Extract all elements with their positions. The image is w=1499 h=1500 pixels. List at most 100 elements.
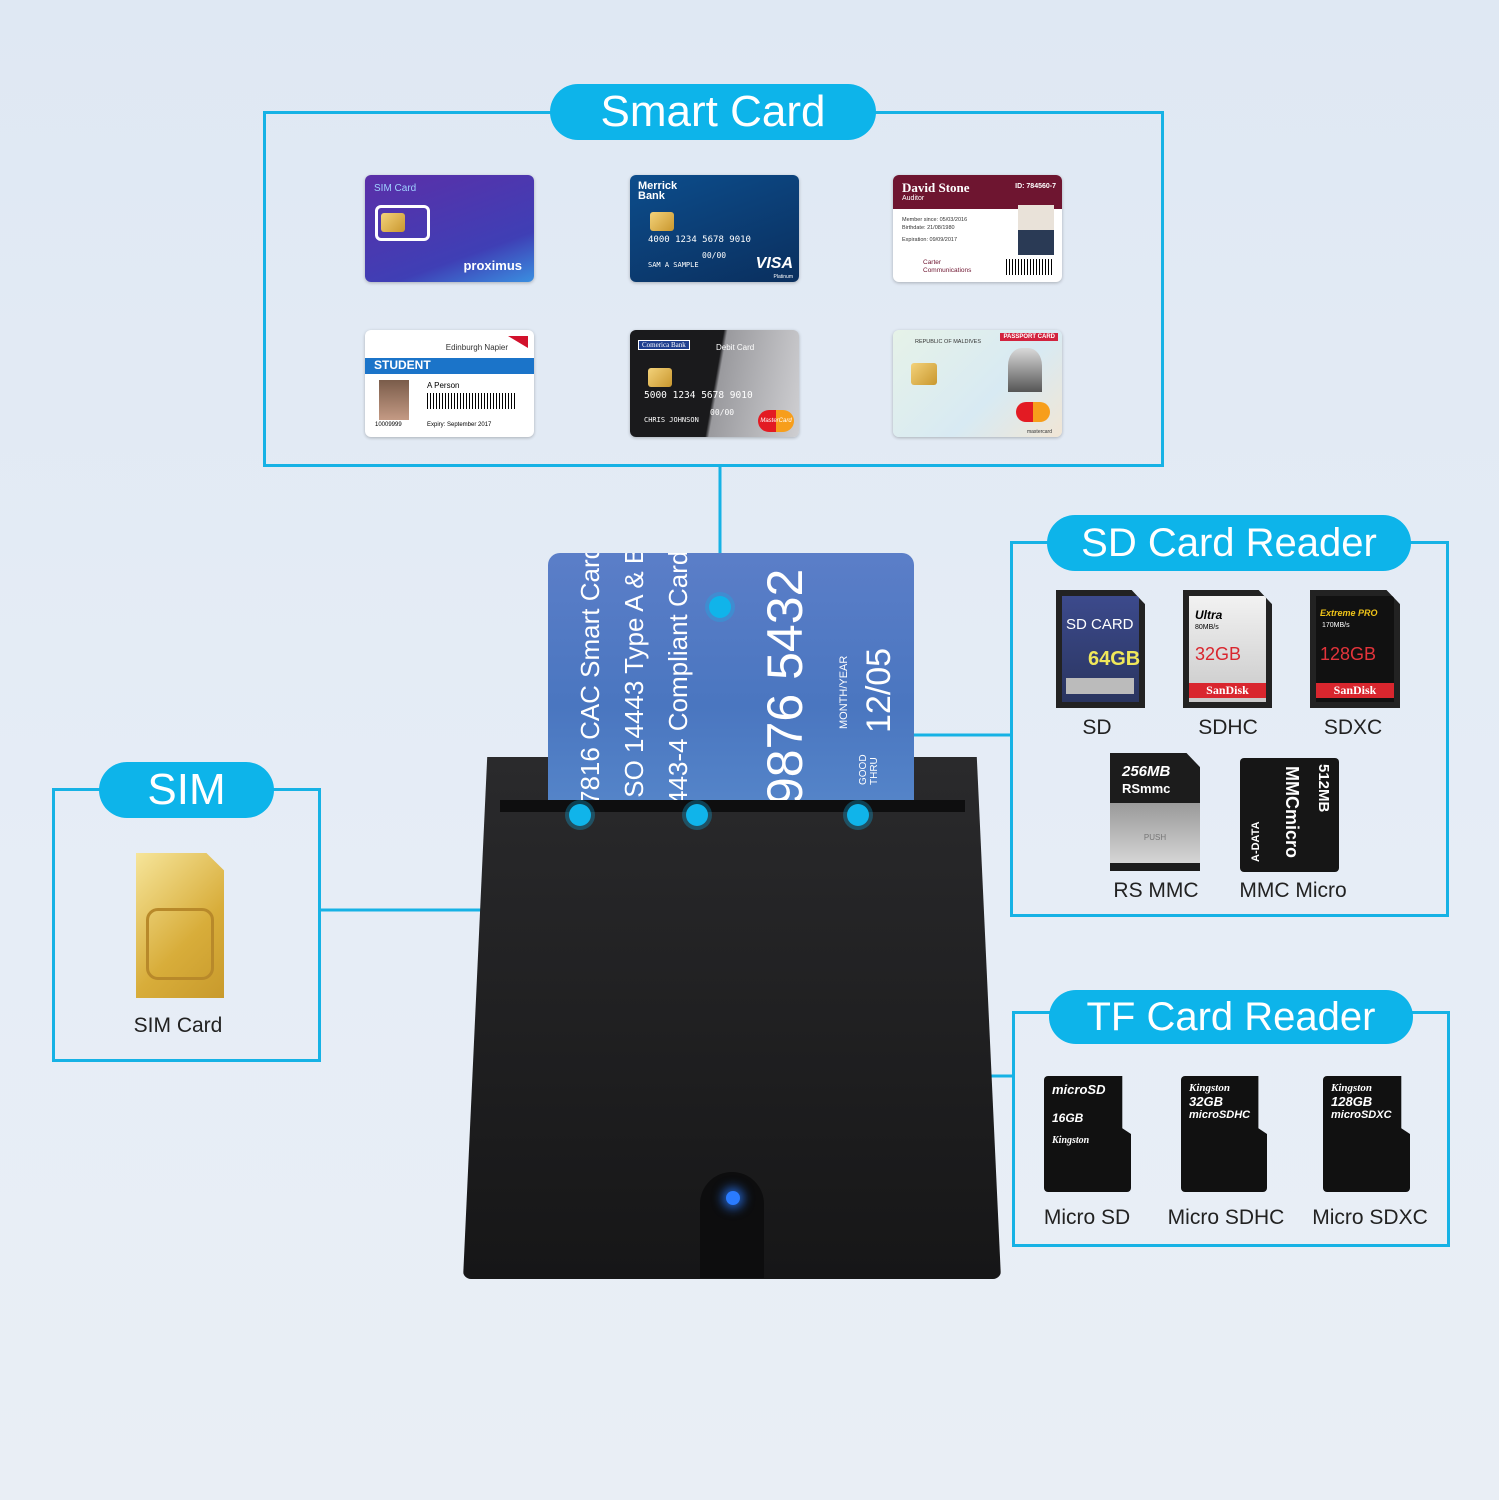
sd-label: SD: [1082, 716, 1112, 739]
card-text: RSmmc: [1122, 781, 1171, 796]
card-text: Extreme PRO: [1320, 608, 1378, 618]
sdhc-label: SDHC: [1198, 716, 1258, 739]
rs-mmc-card-image: 256MB RSmmc PUSH: [1110, 753, 1200, 871]
student-card-image: Edinburgh Napier STUDENT A Person 100099…: [365, 330, 534, 437]
card-spec-lines: 7816 CAC Smart Card ISO 14443 Type A & B…: [568, 553, 700, 805]
sim-title: SIM: [99, 762, 274, 818]
card-text: proximus: [463, 258, 522, 273]
card-text: PUSH: [1110, 803, 1200, 863]
id-header: [893, 175, 1062, 209]
id-card-image: David Stone Auditor ID: 784560-7 Member …: [893, 175, 1062, 282]
card-text: 10009999: [375, 422, 402, 428]
sim-card-image: [136, 853, 224, 998]
card-text: 512MB: [1315, 764, 1332, 813]
card-text: David Stone: [902, 180, 970, 195]
card-text: 16GB: [1052, 1111, 1084, 1125]
logo-icon: [508, 336, 528, 348]
card-text: CHRIS JOHNSON: [644, 416, 699, 424]
micro-sdhc-card-image: Kingston 32GB microSDHC: [1181, 1076, 1267, 1192]
card-text: Comerica Bank: [638, 340, 690, 350]
inserted-smart-card: 7816 CAC Smart Card ISO 14443 Type A & B…: [548, 553, 914, 808]
card-text: 7816 CAC Smart Card: [575, 553, 605, 805]
sdhc-card-image: Ultra 80MB/s 32GB SanDisk: [1183, 590, 1272, 708]
card-text: A-DATA: [1250, 821, 1262, 862]
micro-sd-label: Micro SD: [1043, 1206, 1131, 1229]
card-text: Expiry: September 2017: [427, 422, 492, 428]
card-text: 00/00: [710, 408, 735, 417]
card-text: STUDENT: [365, 358, 534, 374]
mmc-micro-label: MMC Micro: [1239, 879, 1347, 902]
sdxc-card-image: Extreme PRO 170MB/s 128GB SanDisk: [1310, 590, 1400, 708]
card-text: 5000 1234 5678 9010: [644, 390, 753, 401]
card-text: MONTH/YEAR: [838, 655, 850, 729]
card-text: 443-4 Compliant Card: [663, 553, 693, 805]
led-indicator-icon: [726, 1191, 740, 1205]
card-text: microSDXC: [1331, 1109, 1392, 1121]
card-text: PASSPORT CARD: [1000, 333, 1058, 341]
card-text: MMCmicro: [1282, 766, 1302, 859]
passport-card-image: REPUBLIC OF MALDIVES PASSPORT CARD maste…: [893, 330, 1062, 437]
card-text: SD CARD: [1066, 616, 1134, 633]
micro-sdhc-label: Micro SDHC: [1167, 1206, 1285, 1229]
card-text: Expiration: 09/09/2017: [902, 237, 958, 243]
card-text: Auditor: [902, 195, 925, 202]
sim-card-image: SIM Card proximus: [365, 175, 534, 282]
sim-card-label: SIM Card: [133, 1014, 223, 1037]
card-text: SIM Card: [374, 183, 417, 194]
connector-dot: [709, 596, 731, 618]
mmc-micro-card-image: 512MB MMCmicro A-DATA: [1240, 758, 1339, 872]
card-text: SanDisk: [1316, 683, 1394, 698]
card-text: ISO 14443 Type A & B,: [619, 553, 649, 805]
card-text: GOOD THRU: [858, 754, 880, 785]
card-text: 128GB: [1320, 644, 1377, 664]
card-text: 4000 1234 5678 9010: [648, 235, 751, 245]
card-text: mastercard: [1026, 429, 1052, 435]
micro-sdxc-card-image: Kingston 128GB microSDXC: [1323, 1076, 1410, 1192]
card-text: Birthdate: 21/08/1980: [902, 225, 955, 231]
sim-outline-icon: [375, 205, 430, 241]
connector-dot: [686, 804, 708, 826]
barcode: [427, 393, 515, 409]
card-text: Kingston: [1189, 1082, 1230, 1094]
tf-card-reader-title: TF Card Reader: [1049, 990, 1413, 1044]
connector-dot: [569, 804, 591, 826]
card-text: Edinburgh Napier: [445, 343, 508, 352]
chip-icon: [648, 368, 672, 387]
photo: [379, 380, 409, 420]
card-text: microSDHC: [1189, 1109, 1251, 1121]
card-text: REPUBLIC OF MALDIVES: [915, 339, 982, 345]
card-text: Kingston: [1331, 1082, 1372, 1094]
card-text: Platinum: [773, 274, 793, 280]
led-housing: [700, 1172, 764, 1278]
label-area: [1066, 678, 1134, 694]
card-text: A Person: [427, 381, 460, 390]
chip-icon: [911, 363, 937, 385]
card-text: VISA: [755, 255, 793, 272]
mastercard-icon: [1016, 402, 1050, 422]
sd-card-reader-title: SD Card Reader: [1047, 515, 1411, 571]
debit-card-image: Comerica Bank Debit Card 5000 1234 5678 …: [630, 330, 799, 437]
card-text: Member since: 05/03/2016: [902, 217, 968, 223]
card-text: 256MB: [1122, 763, 1171, 780]
card-text: Ultra: [1195, 608, 1223, 622]
card-text: ID: 784560-7: [1015, 183, 1056, 190]
smart-card-title: Smart Card: [550, 84, 876, 140]
card-text: SAM A SAMPLE: [648, 261, 699, 269]
card-text: 170MB/s: [1322, 622, 1350, 629]
card-text: 00/00: [702, 251, 727, 260]
card-text: 128GB: [1331, 1094, 1373, 1109]
visa-card-image: Merrick Bank 4000 1234 5678 9010 00/00 S…: [630, 175, 799, 282]
card-text: Kingston: [1052, 1135, 1090, 1146]
card-text: microSD: [1052, 1082, 1106, 1097]
micro-sdxc-label: Micro SDXC: [1312, 1206, 1428, 1229]
chip-icon: [650, 212, 674, 231]
mastercard-logo: MasterCard: [758, 410, 794, 432]
rs-mmc-label: RS MMC: [1113, 879, 1199, 902]
photo: [1008, 348, 1042, 392]
card-text: Carter Communications: [923, 259, 972, 274]
connector-dot: [847, 804, 869, 826]
card-text: 80MB/s: [1195, 624, 1219, 631]
sd-card-image: SD CARD 64GB: [1056, 590, 1145, 708]
chip-icon: [381, 213, 405, 232]
